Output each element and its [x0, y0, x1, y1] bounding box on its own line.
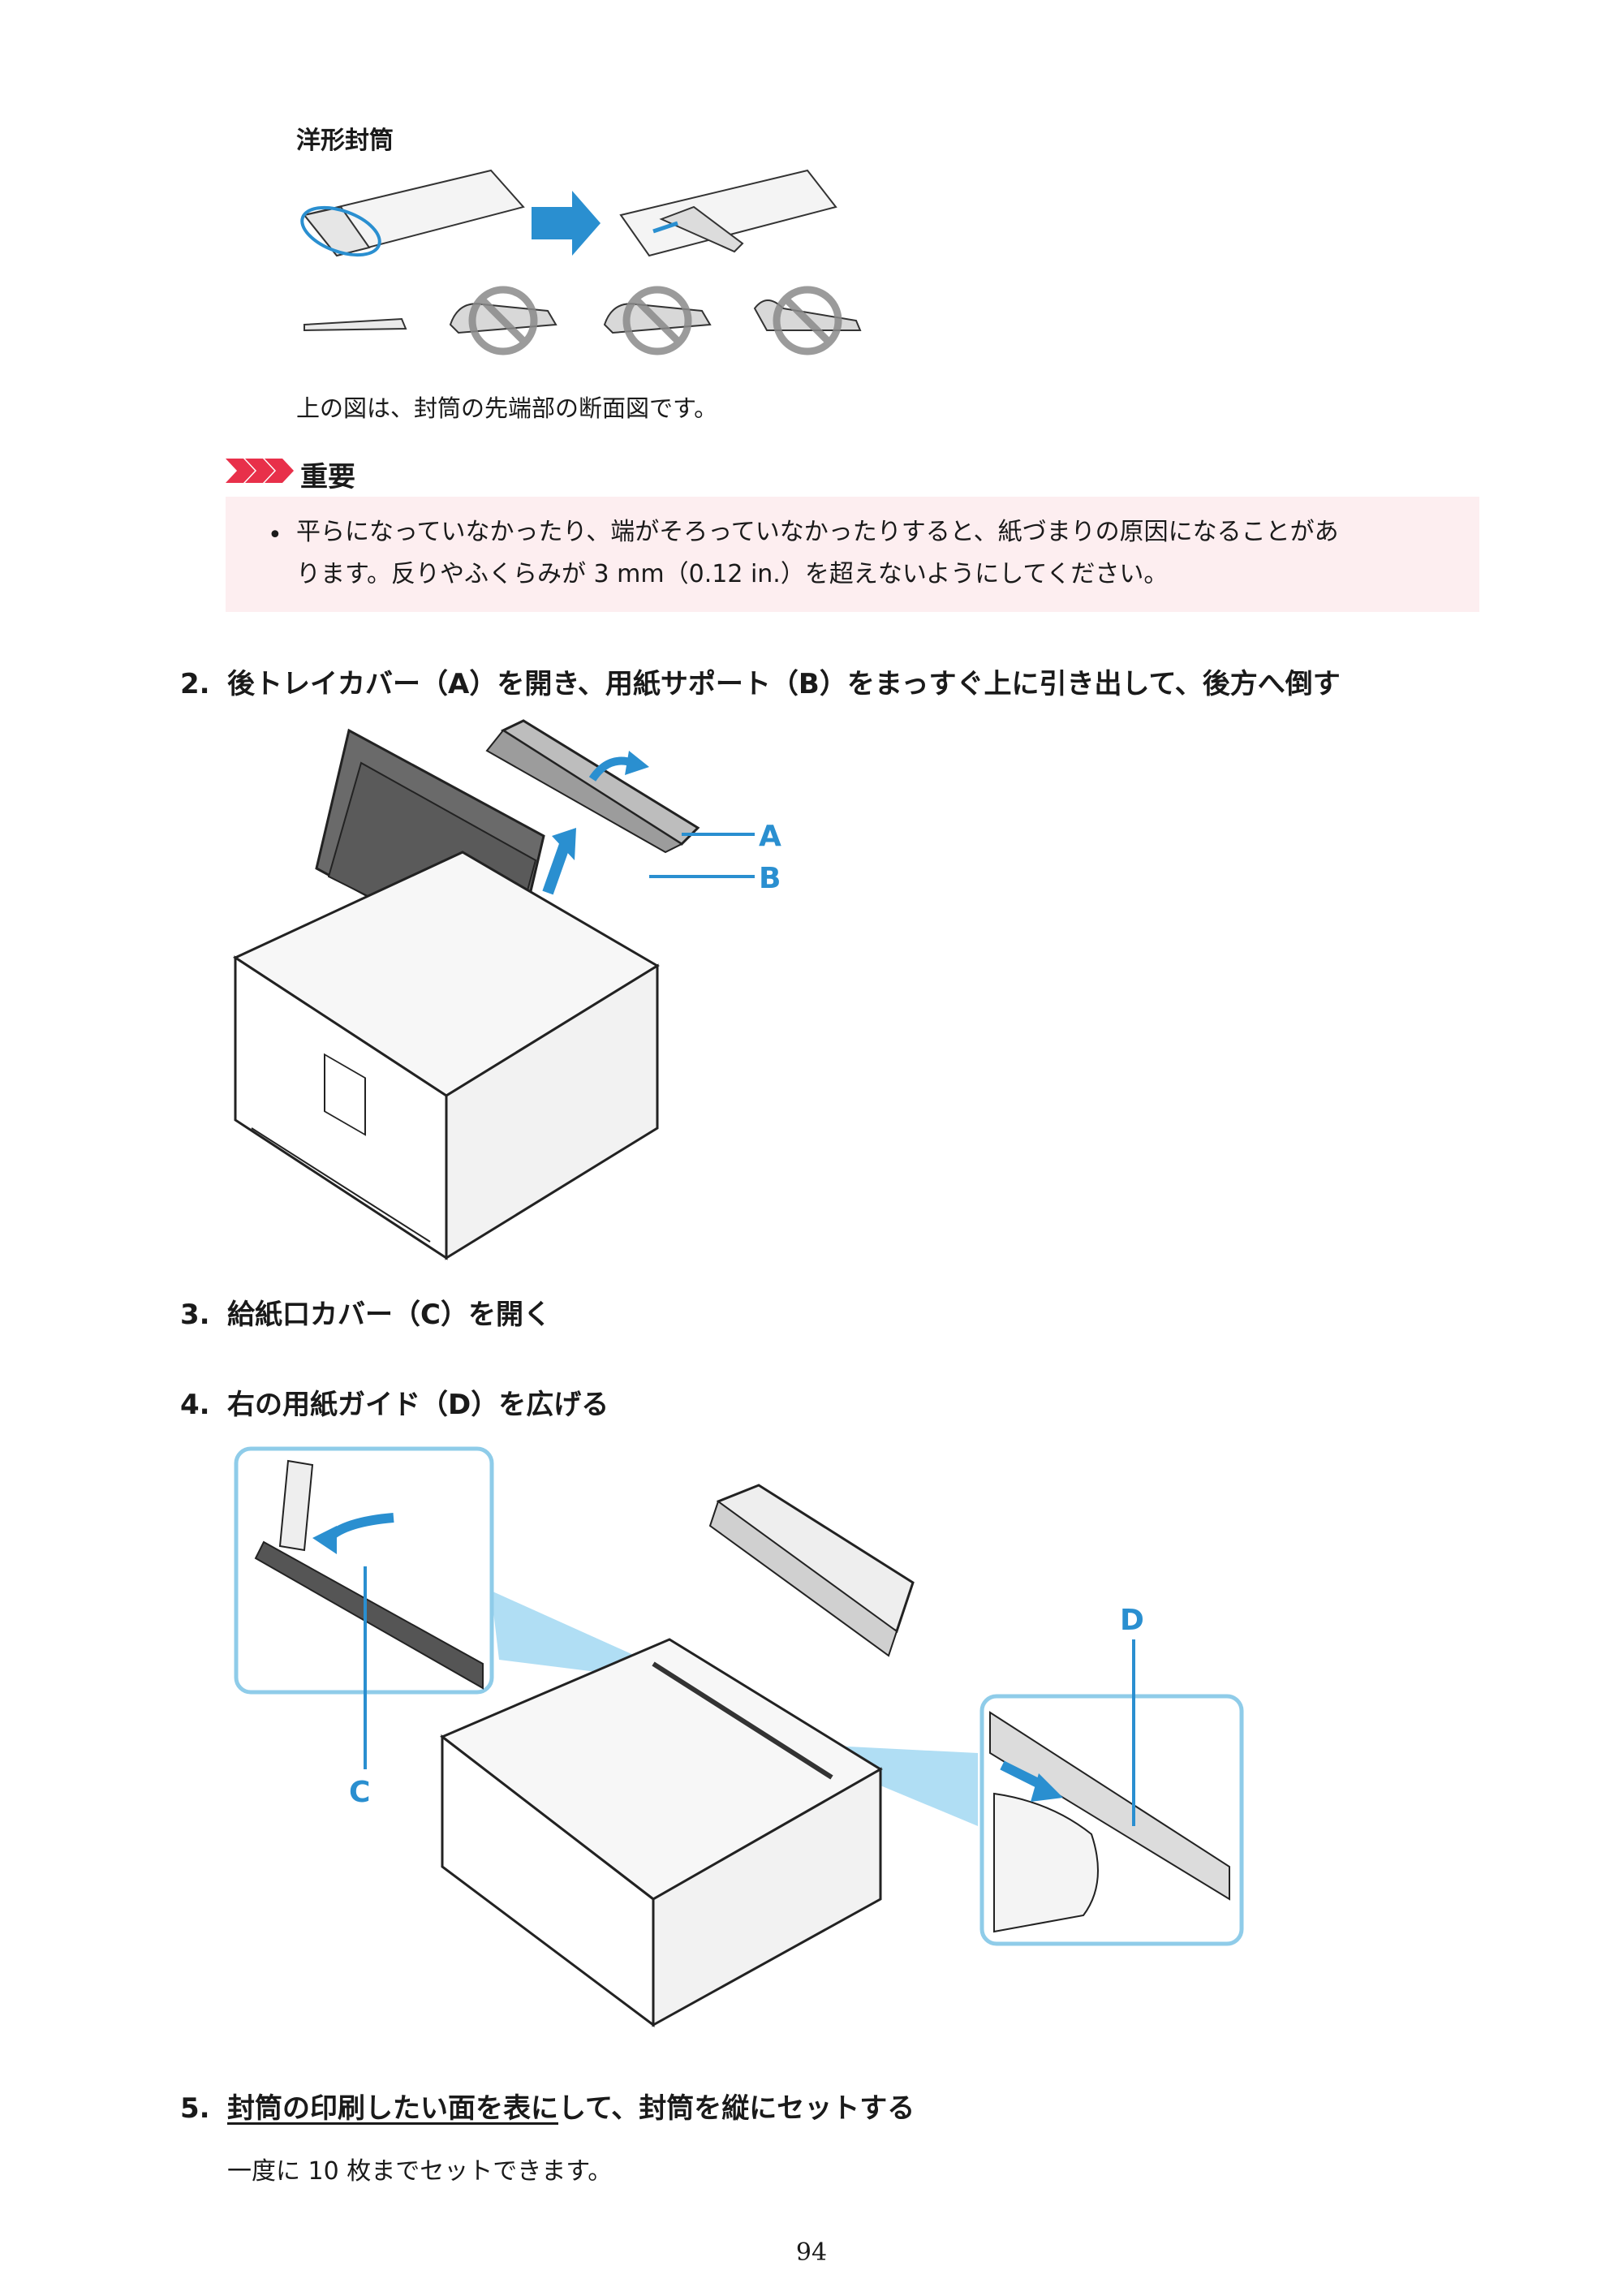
step-text: 右の用紙ガイド（D）を広げる: [227, 1389, 609, 1421]
printer-feed-slot-illustration: C D: [234, 1446, 1244, 2027]
envelope-caption: 上の図は、封筒の先端部の断面図です。: [296, 394, 718, 422]
printer-rear-tray-illustration: A B: [232, 719, 781, 1260]
important-text-line-1: 平らになっていなかったり、端がそろっていなかったりすると、紙づまりの原因になるこ…: [296, 518, 1339, 546]
important-icon: [226, 459, 294, 483]
label-a: A: [759, 820, 781, 853]
step-text: 給紙口カバー（C）を開く: [227, 1299, 551, 1331]
important-text-line-2: ります。反りやふくらみが 3 mm（0.12 in.）を超えないようにしてくださ…: [296, 560, 1169, 588]
envelope-heading: 洋形封筒: [296, 127, 394, 155]
step-number: 4.: [180, 1389, 210, 1421]
step-number: 2.: [180, 668, 210, 700]
step-text: 後トレイカバー（A）を開き、用紙サポート（B）をまっすぐ上に引き出して、後方へ倒…: [227, 668, 1341, 700]
page-number: 94: [795, 2238, 828, 2267]
step-4: 4. 右の用紙ガイド（D）を広げる: [180, 1382, 609, 1422]
important-title: 重要: [300, 461, 355, 493]
step-text-underlined: 封筒の印刷したい面を表に: [227, 2092, 558, 2125]
step-5: 5. 封筒の印刷したい面を表にして、封筒を縦にセットする: [180, 2086, 915, 2126]
step-5-note: 一度に 10 枚までセットできます。: [227, 2157, 613, 2186]
important-box: [226, 497, 1479, 612]
step-2: 2. 後トレイカバー（A）を開き、用紙サポート（B）をまっすぐ上に引き出して、後方…: [180, 661, 1341, 701]
envelope-illustration: [300, 169, 862, 355]
important-bullet: •: [268, 521, 282, 549]
label-b: B: [759, 862, 781, 895]
label-c: C: [349, 1776, 370, 1809]
step-number: 3.: [180, 1299, 210, 1331]
step-text: して、封筒を縦にセットする: [558, 2092, 915, 2125]
step-number: 5.: [180, 2092, 210, 2125]
label-d: D: [1120, 1604, 1144, 1637]
step-3: 3. 給紙口カバー（C）を開く: [180, 1292, 551, 1332]
